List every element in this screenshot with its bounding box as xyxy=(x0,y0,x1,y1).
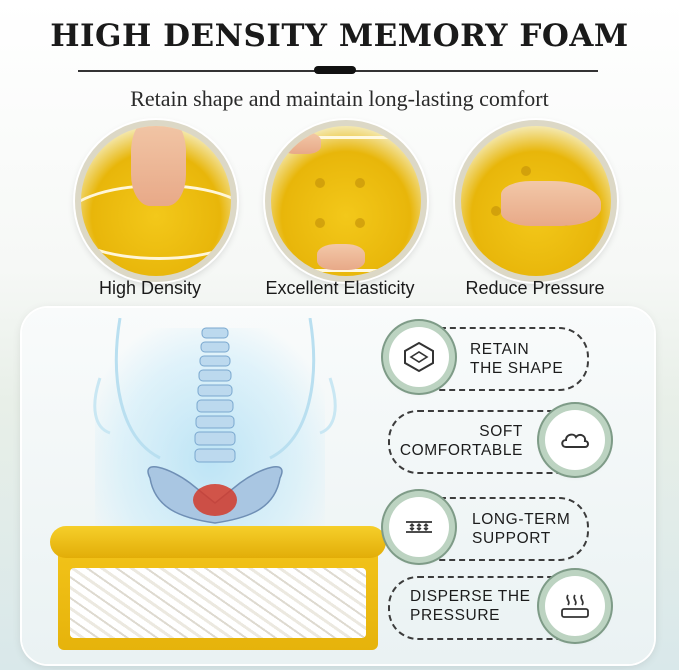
feature-image-excellent-elasticity xyxy=(265,120,427,282)
feature-image-reduce-pressure xyxy=(455,120,617,282)
benefit-retain-shape-text: RETAIN THE SHAPE xyxy=(470,341,564,377)
benefit-disperse-pressure-text: DISPERSE THE PRESSURE xyxy=(410,588,531,624)
hand-press-flat-image xyxy=(501,181,601,226)
spine-pelvis-illustration xyxy=(93,318,337,524)
title-divider-accent xyxy=(314,66,356,74)
hand-stretch-image xyxy=(281,132,321,154)
hand-stretch-image-bottom xyxy=(317,244,365,270)
page-title: HIGH DENSITY MEMORY FOAM xyxy=(50,18,629,54)
badge-soft-comfortable xyxy=(545,410,605,470)
cushion-top xyxy=(50,526,386,558)
benefit-soft-comfortable-text: SOFT COMFORTABLE xyxy=(399,423,523,459)
cube-shape-icon xyxy=(404,341,434,373)
hand-press-image xyxy=(131,126,186,206)
feature-label-high-density: High Density xyxy=(98,278,202,298)
cloud-icon xyxy=(561,433,589,448)
support-arrows-icon xyxy=(406,521,432,533)
feature-label-excellent-elasticity: Excellent Elasticity xyxy=(265,278,415,298)
benefit-long-term-support-text: LONG-TERM SUPPORT xyxy=(472,511,571,547)
badge-long-term-support xyxy=(389,497,449,557)
heat-waves-icon xyxy=(561,594,589,618)
badge-disperse-pressure xyxy=(545,576,605,636)
memory-foam-filling xyxy=(70,568,366,638)
badge-retain-shape xyxy=(389,327,449,387)
page-subtitle: Retain shape and maintain long-lasting c… xyxy=(130,86,549,111)
feature-image-high-density xyxy=(75,120,237,282)
feature-label-reduce-pressure: Reduce Pressure xyxy=(465,278,605,298)
